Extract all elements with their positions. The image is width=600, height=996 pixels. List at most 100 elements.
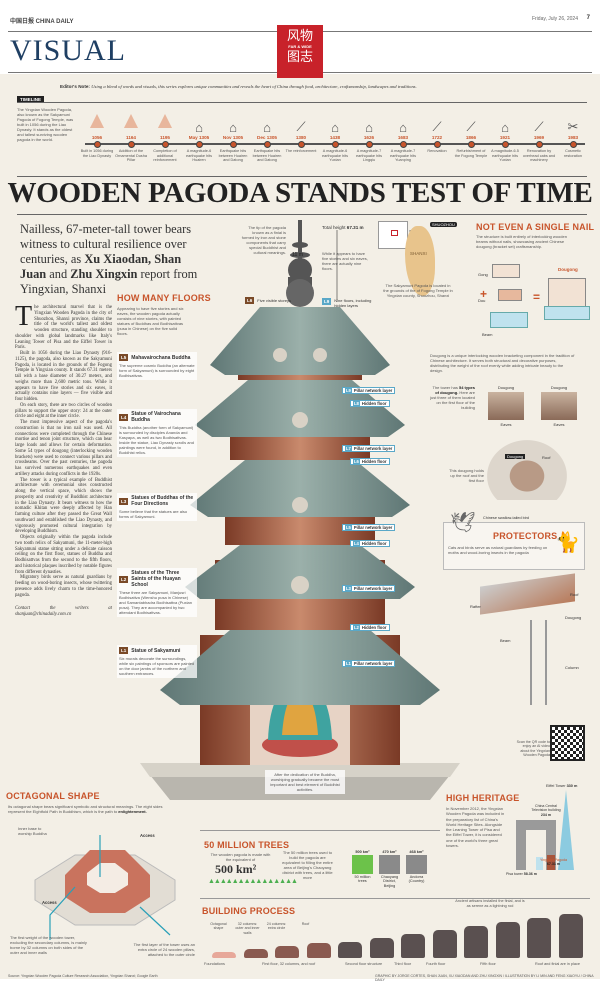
- build-stage-model: [212, 952, 236, 958]
- timeline-desc: Earthquake hits between Huairen and Dato…: [218, 149, 248, 163]
- timeline-year: Nov 1305: [222, 135, 244, 140]
- build-stage-model: [495, 922, 520, 958]
- timeline-dot: [161, 141, 169, 148]
- timeline-quake-icon: ⌂: [365, 120, 373, 135]
- how-many-floors-intro: Appearing to have five stories and six e…: [117, 306, 184, 336]
- timeline-dot: [535, 141, 543, 148]
- cctv-building: [516, 820, 556, 870]
- timeline-desc: A magnitude-7 earthquake hits Lingqiu: [356, 149, 382, 163]
- article-paragraph: he architectural marvel that is the Ying…: [15, 305, 112, 351]
- masthead-paper: 中国日报 CHINA DAILY: [10, 19, 74, 25]
- timeline-dot: [195, 141, 203, 148]
- build-stage-model: [338, 942, 362, 958]
- article-paragraph: Objects originally within the pagoda inc…: [15, 535, 112, 575]
- roof-structure-diagram: Rafter Roof Dougong Beam Column: [470, 573, 585, 710]
- build-stage-label: First floor, 32 columns, and roof: [262, 962, 316, 966]
- protectors-text: Cats and birds serve as natural guardian…: [448, 545, 548, 555]
- build-stage-label: Third floor: [394, 962, 412, 966]
- roof-dougong-diagram: Dougong Roof: [487, 440, 567, 500]
- total-height: Total height 67.31 m: [322, 225, 364, 230]
- article-body: T he architectural marvel that is the Yi…: [15, 303, 112, 618]
- spire-height: 11 m: [292, 252, 304, 258]
- timeline-year: 1722: [431, 135, 443, 140]
- bird-label: Chinese swallow-tailed bird: [483, 516, 530, 520]
- octagon-note-left: The first weight of the wooden tower, ex…: [10, 935, 87, 955]
- article-paragraph: The tower is a typical example of Buddhi…: [15, 477, 112, 535]
- level-desc: These three are Sakyamuni, Manjusri Bodh…: [119, 590, 192, 615]
- pisa-tower: [536, 857, 543, 870]
- timeline-dot: [467, 141, 475, 148]
- page-number: 7: [586, 15, 590, 21]
- dougong-holds-note: This dougong holds up the roof and the f…: [449, 468, 484, 483]
- timeline-desc: A magnitude-7 earthquake hits Yuanping: [390, 149, 416, 163]
- timeline-dot: [365, 141, 373, 148]
- timeline-year: 1438: [329, 135, 341, 140]
- area-swatch: [379, 855, 400, 874]
- roof-1: [160, 630, 440, 705]
- build-stage-model: [306, 943, 331, 958]
- nail-intro: The structure is built entirely of inter…: [476, 234, 567, 249]
- timeline-desc: Renovation by overhead cabs and machiner…: [522, 149, 556, 163]
- level-number: L5: [119, 354, 129, 361]
- article-paragraph: Built in 1056 during the Liao Dynasty (9…: [15, 351, 112, 402]
- build-step-label: Roof: [301, 922, 310, 926]
- timeline-desc: A magnitude-6.5 earthquake hits Yuxian: [491, 149, 519, 163]
- build-stage-model: [275, 946, 299, 958]
- protectors-box: [443, 522, 585, 570]
- build-step-label: 24 columns: extra circle: [266, 922, 287, 931]
- high-heritage-text: In November 2012, the Yingxian Wooden Pa…: [446, 806, 505, 849]
- timeline-desc: Cosmetic restoration: [564, 149, 582, 158]
- timeline-dot: [501, 141, 509, 148]
- octagonal-shape-title: OCTAGONAL SHAPE: [6, 791, 100, 801]
- timeline-year: May 1305: [188, 135, 210, 140]
- timeline-intro: The Yingxian Wooden Pagoda, also known a…: [17, 107, 74, 142]
- section-title: VISUAL: [10, 34, 126, 67]
- tower-pisa-label: Pisa tower 58.36 m: [506, 872, 537, 876]
- level-desc: The supreme cosmic Buddha (an alternate …: [119, 363, 195, 378]
- build-stage-label: Roof and finial are in place: [535, 962, 580, 966]
- trees-title: 50 MILLION TREES: [204, 840, 290, 850]
- timeline-desc: A magnitude-6 earthquake hits Huairen: [186, 149, 212, 163]
- timeline-beam-icon: ⟋: [534, 119, 544, 134]
- timeline-quake-icon: ⌂: [263, 120, 271, 135]
- level-title: Statue of Vairochana Buddha: [131, 411, 181, 423]
- shanxi-map: [405, 226, 435, 296]
- spire-note: The tip of the pagoda known as a finial …: [241, 225, 286, 255]
- timeline-desc: Completion of additional reinforcement: [153, 149, 177, 163]
- tower-eiffel-label: Eiffel Tower 330 m: [546, 784, 578, 788]
- timeline-year: 1683: [397, 135, 409, 140]
- high-heritage-title: HIGH HERITAGE: [446, 793, 520, 803]
- timeline-quake-icon: ⌂: [501, 120, 509, 135]
- rule: [200, 898, 590, 899]
- level-number: L3: [119, 497, 129, 505]
- timeline-dot: [569, 141, 577, 148]
- tree-icons: ▲▲▲▲▲▲▲▲▲▲▲▲▲▲▲: [208, 878, 298, 885]
- finial-note: Ancient artisans installed the finial, a…: [455, 899, 525, 908]
- build-stage-label: Foundations: [204, 962, 225, 966]
- timeline-dot: [229, 141, 237, 148]
- timeline-year: 1164: [126, 135, 136, 140]
- qr-code[interactable]: [550, 725, 585, 761]
- roof-3: [190, 460, 410, 517]
- timeline-beam-icon: ⟋: [296, 119, 306, 134]
- dedication-note: After the dedication of the Buddha, wors…: [265, 770, 345, 794]
- level-number: L2: [119, 575, 129, 583]
- build-stage-label: Fourth floor: [426, 962, 446, 966]
- inner-base-label: Inner base to worship Buddha: [18, 826, 47, 836]
- timeline-year: 1195: [160, 135, 170, 140]
- timeline-year: Dec 1305: [257, 135, 277, 140]
- timeline-year: 1056: [91, 135, 103, 140]
- octagonal-intro: Its octagonal shape bears significant sy…: [8, 804, 163, 814]
- beam-block: [490, 312, 528, 328]
